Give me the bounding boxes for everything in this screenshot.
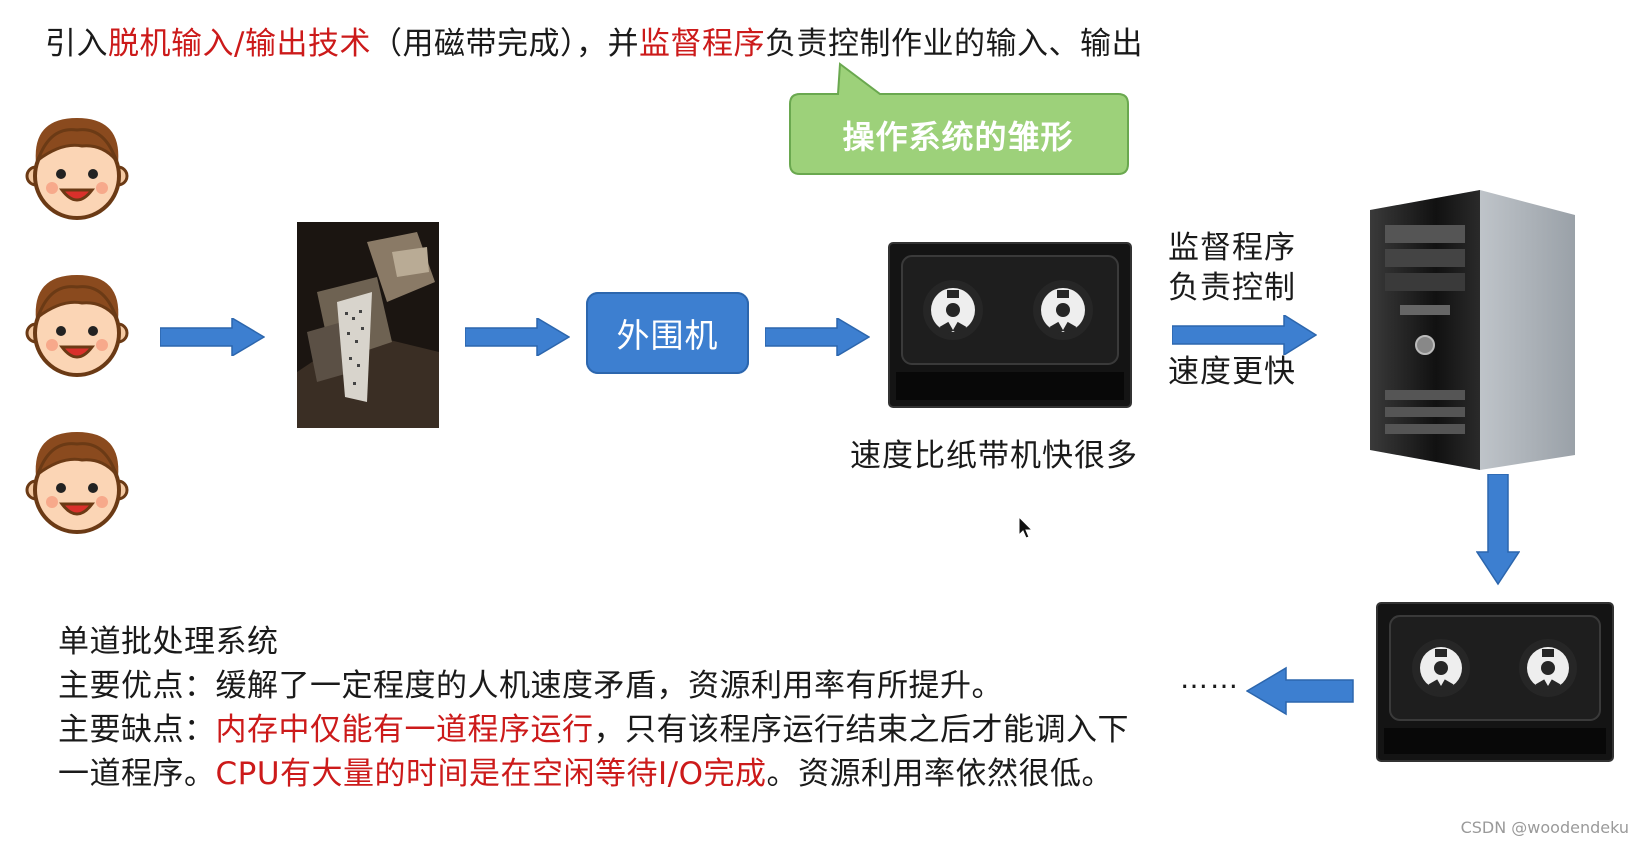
arrow-left-icon [1246, 666, 1354, 716]
disadvantage-text: 主要缺点：内存中仅能有一道程序运行，只有该程序运行结束之后才能调入下一道程序。C… [58, 712, 1129, 792]
magnetic-tape-icon [1376, 602, 1614, 762]
ellipsis-text: …… [1180, 662, 1240, 695]
mouse-cursor-icon [1018, 516, 1034, 539]
arrow-right-icon [465, 318, 570, 356]
magnetic-tape-icon [888, 242, 1132, 408]
page-title: 引入脱机输入/输出技术（用磁带完成），并监督程序负责控制作业的输入、输出 [45, 26, 1143, 62]
arrow-right-icon [765, 318, 870, 356]
faster-speed-label: 速度更快 [1168, 354, 1296, 390]
tape-speed-caption: 速度比纸带机快很多 [850, 438, 1138, 474]
peripheral-machine-box: 外围机 [586, 292, 749, 374]
arrow-right-icon [1172, 315, 1317, 355]
user-face-icon [25, 432, 129, 534]
advantage-text: 主要优点：缓解了一定程度的人机速度矛盾，资源利用率有所提升。 [58, 668, 1003, 704]
user-face-icon [25, 118, 129, 220]
arrow-down-icon [1476, 474, 1520, 586]
summary-heading: 单道批处理系统 [58, 624, 279, 660]
watermark: CSDN @woodendeku [1460, 818, 1629, 837]
supervisor-label: 监督程序 负责控制 [1168, 230, 1296, 306]
paper-tape-machine-photo [297, 222, 439, 428]
callout-bubble [789, 62, 1129, 175]
arrow-right-icon [160, 318, 265, 356]
summary-text: 单道批处理系统 主要优点：缓解了一定程度的人机速度矛盾，资源利用率有所提升。 主… [58, 620, 1158, 796]
computer-tower-icon [1370, 190, 1575, 470]
user-face-icon [25, 275, 129, 377]
callout-text: 操作系统的雏形 [842, 118, 1074, 156]
